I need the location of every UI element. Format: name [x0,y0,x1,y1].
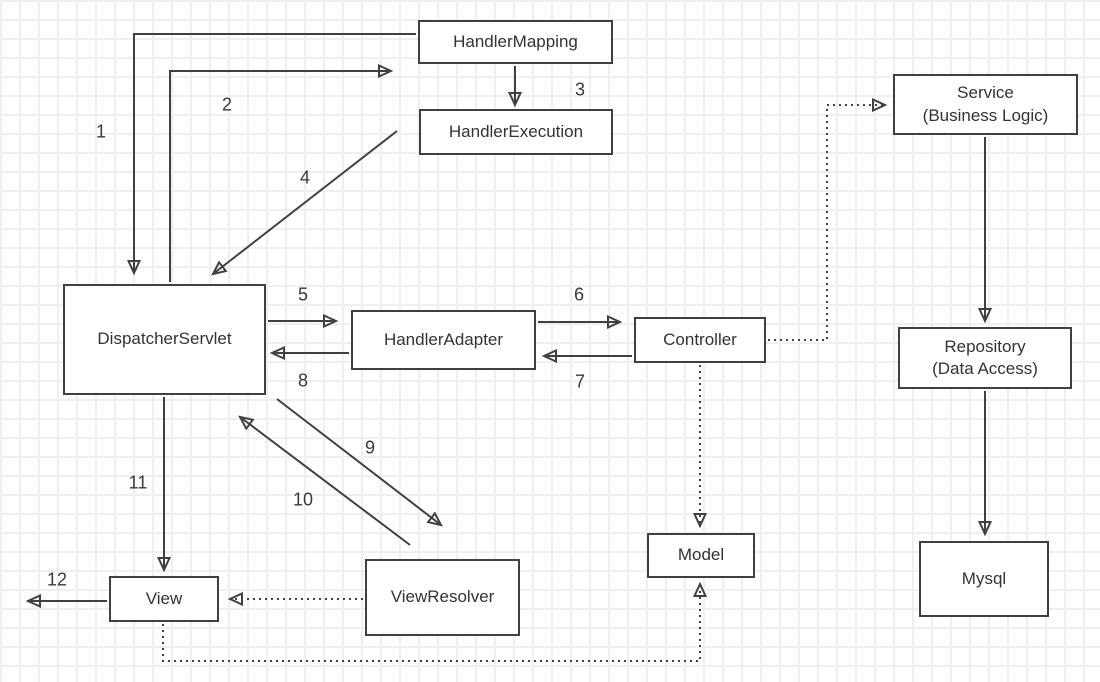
step-label-5: 5 [297,284,309,305]
arrow-1-handlermapping-to-dispatcherservlet [134,33,416,273]
node-service: Service (Business Logic) [893,74,1078,135]
handler-mapping-label: HandlerMapping [453,31,578,51]
step-label-1: 1 [95,121,107,142]
node-handler-adapter: HandlerAdapter [351,310,536,370]
node-handler-execution: HandlerExecution [419,109,613,155]
step-label-7: 7 [574,371,586,392]
step-label-8: 8 [297,370,309,391]
service-label-line1: Service [957,83,1014,103]
step-label-6: 6 [573,284,585,305]
view-label: View [145,588,183,608]
step-label-10: 10 [292,489,314,510]
node-model: Model [647,533,755,578]
dotted-arrow-controller-to-service [768,105,885,341]
step-label-3: 3 [574,79,586,100]
view-resolver-label: ViewResolver [390,587,495,607]
node-dispatcher-servlet: DispatcherServlet [63,284,266,395]
arrow-2-dispatcherservlet-to-handlermapping [169,71,391,282]
service-label-line2: (Business Logic) [922,105,1049,125]
repository-label-line2: (Data Access) [932,359,1038,378]
step-label-4: 4 [299,167,311,188]
node-controller: Controller [634,317,766,363]
arrow-4-handlerexecution-to-dispatcherservlet [213,130,398,274]
handler-adapter-label: HandlerAdapter [383,329,504,349]
node-view: View [109,576,219,622]
step-label-11: 11 [128,472,148,493]
repository-label-line1: Repository [944,336,1026,356]
node-repository: Repository (Data Access) [898,327,1072,389]
controller-label: Controller [663,329,737,349]
dispatcher-servlet-label: DispatcherServlet [97,329,232,349]
step-label-9: 9 [364,437,376,458]
arrow-10-viewresolver-to-dispatcherservlet [240,417,411,546]
step-label-12: 12 [46,569,68,590]
node-mysql: Mysql [919,541,1049,617]
step-label-2: 2 [221,94,233,115]
node-handler-mapping: HandlerMapping [418,20,613,64]
model-label: Model [677,545,725,565]
mysql-label: Mysql [961,568,1007,588]
handler-execution-label: HandlerExecution [448,121,584,141]
node-view-resolver: ViewResolver [365,559,520,636]
